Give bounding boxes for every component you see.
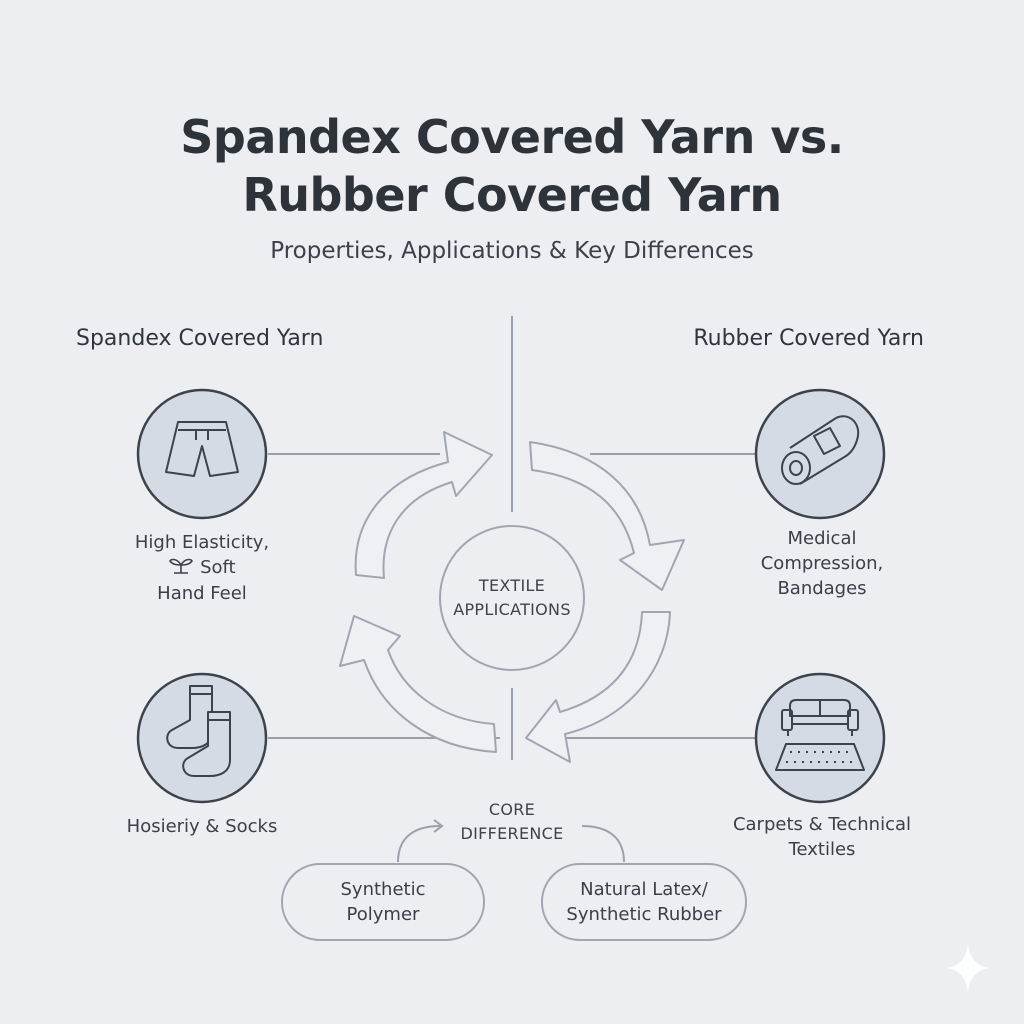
left-caption-1: High Elasticity, Soft Hand Feel (102, 530, 302, 606)
left-pill-line-1: Synthetic (340, 879, 426, 900)
title-line-2: Rubber Covered Yarn (242, 168, 782, 222)
left-column-heading: Spandex Covered Yarn (76, 326, 324, 351)
left-caption-1-line-2: Soft (200, 557, 236, 578)
center-label-line-2: APPLICATIONS (453, 600, 571, 619)
core-arrow-left (397, 825, 441, 863)
natural-latex-text: Natural Latex/ Synthetic Rubber (542, 877, 746, 927)
core-label-line-1: CORE (488, 800, 536, 819)
cycle-arrow-bottom-left (339, 615, 497, 753)
sparkle-icon (946, 944, 990, 992)
page-title: Spandex Covered Yarn vs. Rubber Covered … (0, 108, 1024, 224)
synthetic-polymer-text: Synthetic Polymer (282, 877, 484, 927)
sofa-carpet-icon-circle (754, 672, 886, 804)
sprout-icon (168, 556, 194, 581)
right-caption-2-line-2: Textiles (788, 839, 856, 860)
left-caption-2: Hosieriy & Socks (82, 814, 322, 839)
right-pill-line-1: Natural Latex/ (580, 879, 708, 900)
core-label-line-2: DIFFERENCE (460, 824, 564, 843)
right-caption-2-line-1: Carpets & Technical (732, 814, 912, 835)
left-caption-1-line-2-row: Soft (102, 555, 302, 581)
shorts-icon-circle (136, 388, 268, 520)
center-circle (439, 525, 585, 671)
left-pill-line-2: Polymer (346, 904, 420, 925)
left-caption-1-line-3: Hand Feel (157, 582, 247, 604)
bandage-roll-icon (781, 415, 860, 485)
natural-latex-pill (541, 863, 747, 941)
center-label: TEXTILE APPLICATIONS (432, 574, 592, 622)
right-caption-2: Carpets & Technical Textiles (712, 812, 932, 862)
cycle-arrow-top-left (354, 431, 493, 579)
right-column-heading: Rubber Covered Yarn (693, 326, 924, 351)
right-caption-1-line-1: Medical (787, 528, 857, 549)
cycle-arrow-top-right (529, 441, 685, 591)
left-caption-2-line-1: Hosieriy & Socks (126, 816, 278, 837)
socks-icon (166, 685, 231, 777)
core-difference-label: CORE DIFFERENCE (432, 798, 592, 846)
right-caption-1: Medical Compression, Bandages (722, 526, 922, 601)
title-line-1: Spandex Covered Yarn vs. (180, 110, 844, 164)
core-arrow-right (581, 825, 625, 863)
right-pill-line-2: Synthetic Rubber (566, 904, 722, 925)
right-caption-1-line-3: Bandages (777, 578, 867, 599)
core-arrow-left-head (433, 819, 444, 833)
cycle-arrow-bottom-right (525, 611, 671, 763)
shorts-icon (165, 421, 239, 477)
right-caption-1-line-2: Compression, (760, 553, 884, 574)
sofa-carpet-icon (775, 699, 865, 771)
synthetic-polymer-pill (281, 863, 485, 941)
left-caption-1-line-1: High Elasticity, (134, 532, 270, 553)
page-subtitle: Properties, Applications & Key Differenc… (270, 238, 754, 264)
center-label-line-1: TEXTILE (478, 576, 546, 595)
